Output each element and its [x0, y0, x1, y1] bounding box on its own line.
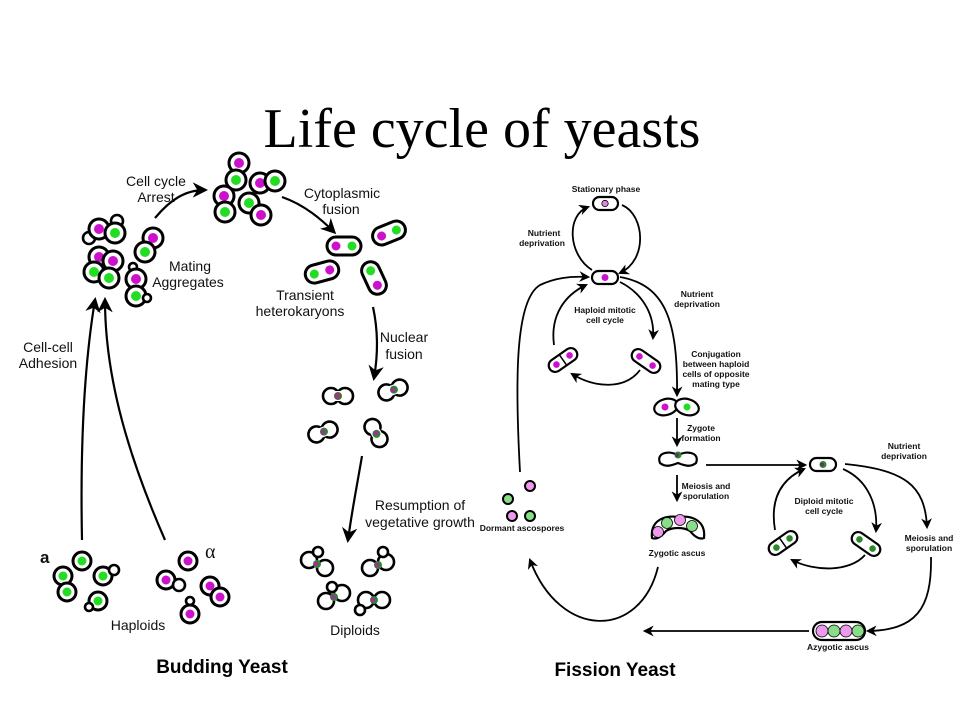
label-nutrient-deprivation-diploid: Nutrient: [888, 441, 921, 451]
azygotic-ascus: [811, 620, 867, 642]
label-mating-aggregates-2: Aggregates: [152, 274, 224, 290]
arrow-haploid-cycle-bottom: [570, 369, 641, 386]
budding-yeast-panel: Mating Aggregates Cell cycle Arrest Cyto…: [19, 151, 475, 678]
heterokaryon-cells: [303, 219, 407, 296]
arrow-cytoplasmic-fusion: [281, 195, 337, 235]
label-mating-type-alpha: α: [205, 541, 216, 563]
arrow-zygotic-to-spores: [527, 557, 659, 622]
label-dormant-ascospores: Dormant ascospores: [480, 523, 565, 533]
arrow-to-azygotic: [865, 556, 932, 637]
arrow-haploid-cycle-right: [619, 281, 660, 341]
label-resumption: Resumption of: [375, 497, 465, 513]
dividing-haploid-cell: [547, 346, 579, 374]
label-sporulation-diploid: sporulation: [906, 543, 952, 553]
mating-aggregate-cells: [81, 213, 165, 308]
arrow-to-stationary: [571, 204, 593, 271]
label-diploids: Diploids: [330, 622, 380, 638]
arrow-nuclear-fusion: [368, 306, 384, 382]
label-haploid-mitotic-2: cell cycle: [586, 315, 624, 325]
bud-cell: [107, 563, 121, 577]
label-nuclear: Nuclear: [380, 329, 429, 345]
label-cytoplasmic: Cytoplasmic: [304, 185, 380, 201]
section-label-budding-yeast: Budding Yeast: [156, 657, 288, 678]
label-conjugation-3: cells of opposite: [682, 369, 749, 379]
label-azygotic-ascus: Azygotic ascus: [807, 642, 869, 652]
elongated-haploid-cell: [630, 347, 662, 375]
arrow-adhesion-alpha: [97, 296, 167, 541]
bud-cell: [171, 577, 187, 593]
label-nutrient-deprivation-top: Nutrient: [528, 228, 561, 238]
label-diploid-mitotic-2: cell cycle: [805, 506, 843, 516]
bud-cell: [83, 601, 95, 613]
arrow-to-conjugation: [619, 276, 683, 398]
label-adhesion: Adhesion: [19, 355, 77, 371]
arrow-from-stationary: [618, 204, 641, 275]
zygote-cells: [307, 378, 409, 449]
label-nuclear-fusion-2: fusion: [385, 346, 422, 362]
label-meiosis-diploid: Meiosis and: [905, 533, 954, 543]
bud-cell: [141, 292, 153, 304]
label-haploids: Haploids: [111, 617, 165, 633]
arrow-haploid-cycle-left: [552, 283, 588, 346]
label-meiosis-zygotic: Meiosis and: [682, 481, 731, 491]
label-fusion: fusion: [322, 201, 359, 217]
label-conjugation: Conjugation: [691, 349, 741, 359]
label-mating-type-a: a: [40, 548, 50, 567]
label-vegetative-growth: vegetative growth: [365, 514, 475, 530]
arrow-diploid-cycle-left: [772, 467, 806, 531]
label-cell-cycle: Cell cycle: [126, 173, 186, 189]
label-zygote: Zygote: [687, 423, 715, 433]
arrow-diploid-to-meiosis: [844, 463, 932, 530]
label-conjugation-4: mating type: [692, 379, 740, 389]
haploid-alpha-cells: [155, 550, 231, 625]
label-diploid-mitotic: Diploid mitotic: [794, 496, 853, 506]
label-cell-cell: Cell-cell: [23, 339, 73, 355]
arrow-adhesion-a: [80, 296, 101, 541]
arrow-resumption: [341, 455, 364, 544]
label-nutrient-deprivation-right: Nutrient: [681, 289, 714, 299]
label-nutrient-deprivation-top-2: deprivation: [519, 238, 565, 248]
label-formation: formation: [681, 433, 720, 443]
zygote-cell: [658, 451, 698, 467]
page-title: Life cycle of yeasts: [264, 98, 701, 160]
label-transient: Transient: [276, 287, 334, 303]
arrow-diploid-cycle-right: [842, 468, 883, 534]
label-haploid-mitotic: Haploid mitotic: [574, 305, 636, 315]
diploid-cells: [299, 545, 396, 617]
zygotic-ascus: [650, 514, 706, 540]
label-nutrient-deprivation-right-2: deprivation: [674, 299, 720, 309]
arrow-spores-to-haploid: [516, 271, 591, 473]
section-label-fission-yeast: Fission Yeast: [554, 660, 676, 681]
arrested-cells: [212, 151, 287, 227]
arrow-diploid-cycle-bottom: [790, 554, 866, 570]
label-conjugation-2: between haploid: [683, 359, 750, 369]
label-stationary-phase: Stationary phase: [572, 184, 641, 194]
fission-yeast-panel: Stationary phase Nutrient deprivation Ha…: [480, 184, 954, 681]
label-nutrient-deprivation-diploid-2: deprivation: [881, 451, 927, 461]
conjugating-cells: [653, 397, 700, 417]
haploid-a-cells: [52, 550, 121, 613]
label-arrest: Arrest: [137, 189, 174, 205]
label-zygotic-ascus: Zygotic ascus: [649, 548, 706, 558]
dormant-ascospores: [502, 480, 536, 522]
dividing-diploid-cell: [767, 529, 799, 557]
arrow-cell-cycle-arrest: [154, 182, 209, 219]
label-sporulation-zygotic: sporulation: [683, 491, 729, 501]
label-mating-aggregates: Mating: [169, 258, 211, 274]
elongated-diploid-cell: [850, 530, 882, 558]
label-heterokaryons: heterokaryons: [256, 303, 345, 319]
